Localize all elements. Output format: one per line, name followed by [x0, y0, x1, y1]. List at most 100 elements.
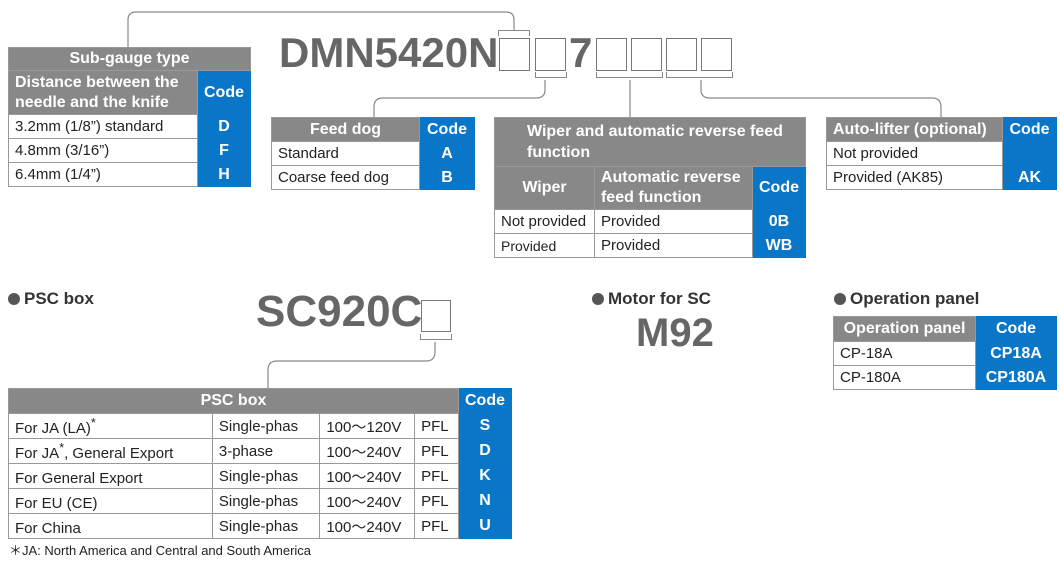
- code-slot-56-bracket: [666, 72, 733, 78]
- psc-row-pfl: PFL: [414, 438, 459, 464]
- bullet-icon: [834, 293, 846, 305]
- sub-gauge-row-code: F: [197, 138, 251, 163]
- operation-panel-title: Operation panel: [833, 316, 976, 342]
- psc-row-dest: For JA*, General Export: [8, 438, 213, 464]
- code-slot-1: [499, 38, 530, 71]
- bullet-icon: [592, 293, 604, 305]
- connector-feed-dog: [373, 80, 546, 117]
- auto-lifter-title: Auto-lifter (optional): [826, 117, 1003, 142]
- psc-row-voltage: 100～240V: [319, 438, 416, 464]
- code-slot-34-bracket: [596, 72, 663, 78]
- sub-gauge-row-code: H: [197, 162, 251, 187]
- feed-dog-row-label: Coarse feed dog: [271, 165, 420, 190]
- motor-model: M92: [636, 311, 714, 355]
- sub-gauge-row-label: 4.8mm (3/16”): [8, 138, 198, 163]
- wiper-row-reverse: Provided: [593, 233, 754, 258]
- psc-row-voltage: 100～240V: [319, 513, 416, 539]
- psc-row-dest: For JA (LA)*: [8, 413, 213, 439]
- psc-row-pfl: PFL: [414, 413, 459, 439]
- psc-row-pfl: PFL: [414, 463, 459, 489]
- psc-model: SC920C: [256, 287, 423, 336]
- auto-lifter-code-header: Code: [1002, 117, 1057, 142]
- psc-title: PSC box: [8, 388, 459, 414]
- operation-panel-row-label: CP-18A: [833, 341, 976, 366]
- psc-row-voltage: 100～120V: [319, 413, 416, 439]
- code-slot-3: [596, 38, 627, 71]
- psc-row-phase: Single-phas: [211, 413, 321, 439]
- motor-section-heading: Motor for SC: [592, 289, 711, 309]
- psc-row-code: N: [457, 488, 513, 514]
- psc-row-code: K: [457, 463, 513, 489]
- code-slot-2: [535, 38, 566, 71]
- wiper-col-wiper: Wiper: [494, 166, 595, 210]
- psc-section-heading: PSC box: [8, 289, 94, 309]
- auto-lifter-row-label: Not provided: [826, 141, 1003, 166]
- sub-gauge-table: Sub-gauge type Distance between the need…: [8, 47, 251, 187]
- psc-code-slot-bracket: [420, 334, 452, 340]
- operation-panel-row-code: CP180A: [975, 365, 1057, 390]
- feed-dog-row-label: Standard: [271, 141, 420, 166]
- psc-row-code: U: [457, 513, 513, 539]
- operation-panel-code-header: Code: [975, 316, 1057, 342]
- operation-panel-row-code: CP18A: [975, 341, 1057, 366]
- sub-gauge-row-code: D: [197, 114, 251, 139]
- psc-row-voltage: 100～240V: [319, 488, 416, 514]
- code-slot-1-bracket: [498, 30, 530, 36]
- psc-table: PSC box Code For JA (LA)* Single-phas 10…: [8, 388, 513, 539]
- wiper-row-code: WB: [752, 233, 806, 258]
- wiper-row-wiper: Provided: [494, 233, 595, 258]
- auto-lifter-row-code: AK: [1002, 165, 1057, 190]
- psc-code-slot: [421, 300, 451, 332]
- psc-row-pfl: PFL: [414, 513, 459, 539]
- code-slot-6: [701, 38, 732, 71]
- operation-panel-section-heading: Operation panel: [834, 289, 979, 309]
- sub-gauge-title: Sub-gauge type: [8, 47, 251, 71]
- psc-row-code: S: [457, 413, 513, 439]
- bullet-icon: [8, 293, 20, 305]
- feed-dog-row-code: A: [419, 141, 475, 166]
- auto-lifter-table: Auto-lifter (optional) Code Not provided…: [826, 117, 1057, 190]
- wiper-code-header: Code: [752, 166, 806, 210]
- psc-footnote: ＊JA: North America and Central and South…: [9, 543, 312, 558]
- feed-dog-title: Feed dog: [271, 117, 420, 142]
- sub-gauge-row-label: 6.4mm (1/4”): [8, 162, 198, 187]
- motor-section-label: Motor for SC: [608, 289, 711, 308]
- auto-lifter-row-label: Provided (AK85): [826, 165, 1003, 190]
- wiper-table: Wiper and automatic reverse feed functio…: [494, 117, 806, 258]
- psc-row-dest: For General Export: [8, 463, 213, 489]
- psc-section-label: PSC box: [24, 289, 94, 308]
- code-slot-5: [666, 38, 697, 71]
- model-middle-digit: 7: [569, 29, 593, 76]
- connector-sub-gauge: [127, 11, 515, 47]
- connector-psc: [267, 342, 436, 388]
- operation-panel-row-label: CP-180A: [833, 365, 976, 390]
- sub-gauge-code-header: Code: [197, 70, 251, 115]
- psc-row-dest: For EU (CE): [8, 488, 213, 514]
- wiper-col-reverse: Automatic reverse feed function: [593, 166, 754, 210]
- wiper-row-code: 0B: [752, 209, 806, 234]
- psc-row-phase: Single-phas: [211, 488, 321, 514]
- psc-row-phase: Single-phas: [211, 463, 321, 489]
- wiper-title: Wiper and automatic reverse feed functio…: [494, 117, 806, 167]
- psc-row-pfl: PFL: [414, 488, 459, 514]
- feed-dog-code-header: Code: [419, 117, 475, 142]
- code-slot-4: [631, 38, 662, 71]
- feed-dog-row-code: B: [419, 165, 475, 190]
- sub-gauge-row-label: 3.2mm (1/8”) standard: [8, 114, 198, 139]
- operation-panel-section-label: Operation panel: [850, 289, 980, 308]
- psc-code-header: Code: [457, 388, 513, 414]
- psc-row-phase: 3-phase: [211, 438, 321, 464]
- wiper-row-wiper: Not provided: [494, 209, 595, 234]
- psc-row-dest: For China: [8, 513, 213, 539]
- psc-row-phase: Single-phas: [211, 513, 321, 539]
- auto-lifter-row-code-blank: [1002, 141, 1057, 166]
- sub-gauge-col-header: Distance between the needle and the knif…: [8, 70, 198, 115]
- psc-row-code: D: [457, 438, 513, 464]
- wiper-row-reverse: Provided: [593, 209, 754, 234]
- model-prefix: DMN5420N: [279, 29, 499, 76]
- psc-row-voltage: 100～240V: [319, 463, 416, 489]
- code-slot-2-bracket: [535, 72, 567, 78]
